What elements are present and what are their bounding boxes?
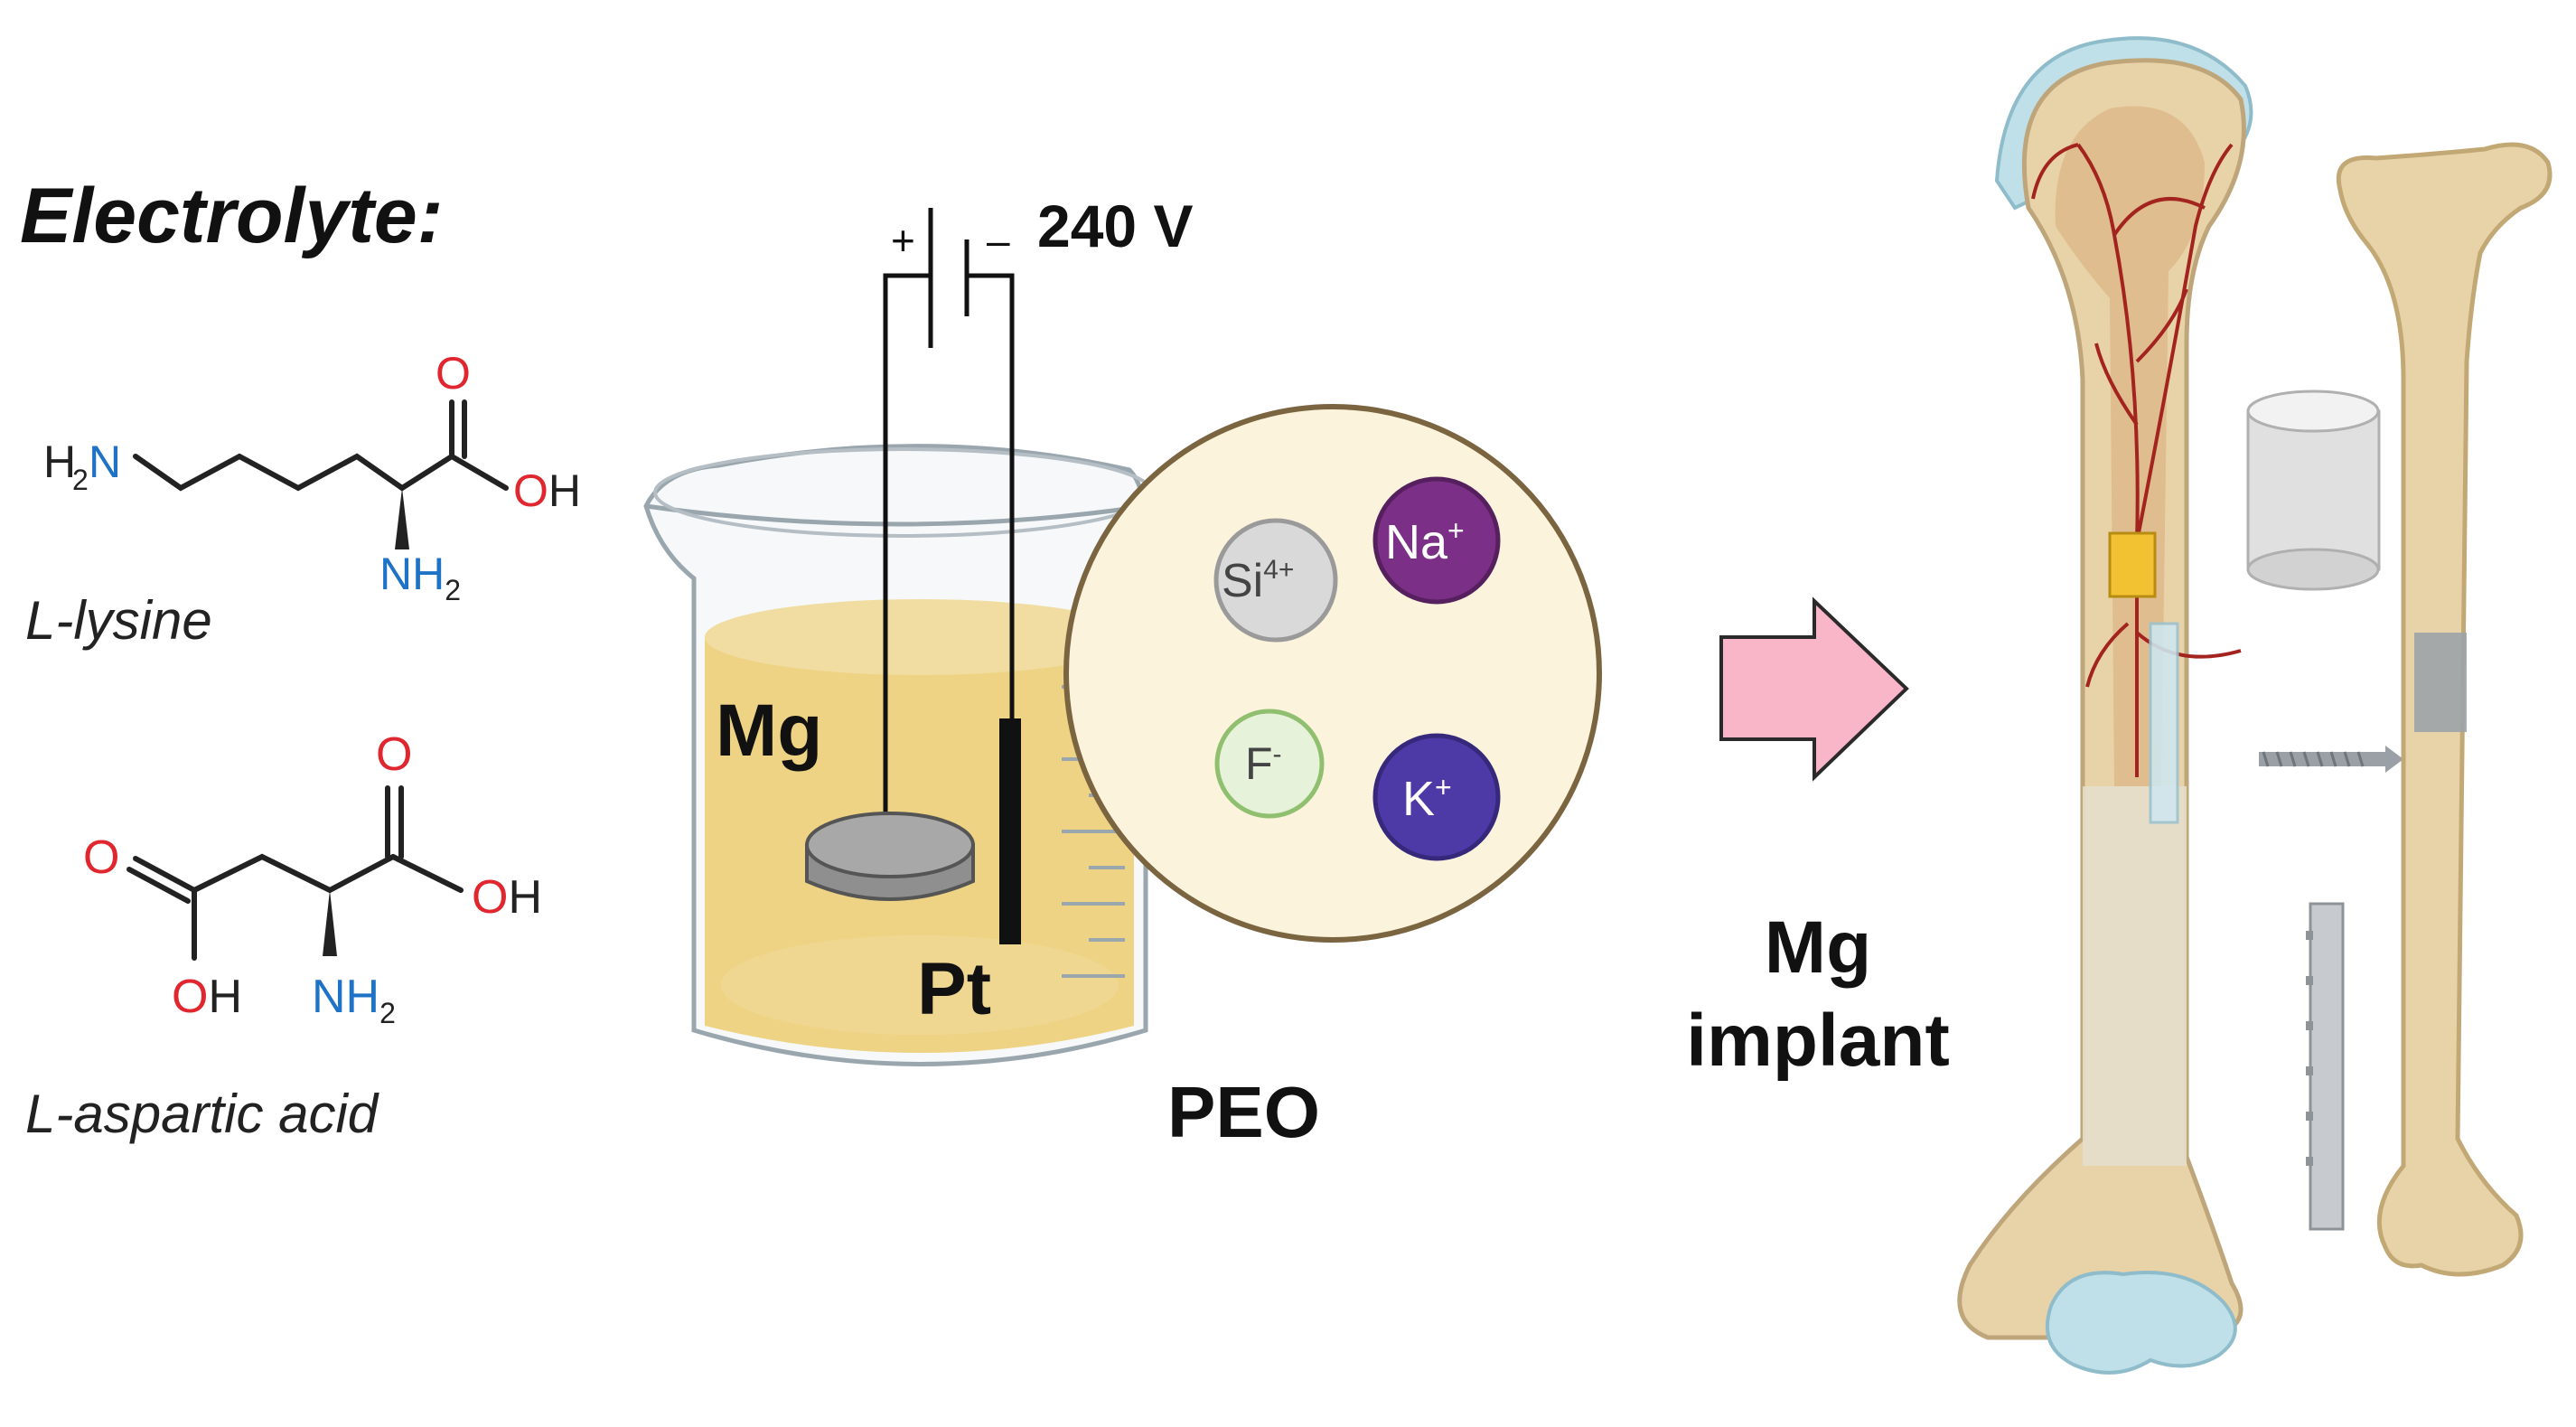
lysine-amine-sub: 2 [72,464,89,496]
aspartic-amine: NH2 [312,971,396,1029]
lysine-structure [133,399,509,492]
pt-electrode [999,718,1021,944]
blood-vessels [2031,143,2242,777]
lysine-hydroxyl: OH [513,465,581,516]
lysine-amine: NH2 [379,549,461,606]
electrolyte-title: Electrolyte: [20,173,444,259]
beaker-rim [645,503,1147,527]
liquid-bottom-glow [721,935,1119,1035]
electrolyte-surface [705,599,1135,675]
lysine-label: L-lysine [25,590,212,651]
plate-implant [2306,902,2345,1231]
femur-condyles [2045,1271,2237,1375]
aspartic-oxo-right: O [376,728,412,781]
marrow-cavity [2055,106,2205,786]
ion-k: K+ [1372,733,1501,861]
ion-f: F- [1214,709,1325,819]
ion-zoom-circle [1063,404,1602,943]
screw-implant [2259,746,2403,773]
aspartic-wedge-bond [323,890,337,956]
bone-plate [2149,622,2179,824]
pt-electrode-label: Pt [917,948,991,1030]
aspartic-acid-label: L-aspartic acid [25,1084,379,1144]
aspartic-structure [126,785,464,961]
lysine-amine-n: N [89,437,121,487]
mg-implant-cylinder [2108,531,2157,598]
bone-band-implant [2414,633,2467,732]
battery-minus: – [987,217,1010,264]
lysine-wedge-bond [395,488,409,549]
lysine-amine-left: H [43,437,76,487]
peo-label: PEO [1167,1072,1320,1152]
mg-implant-label: Mg implant [1686,906,1950,1082]
femur-whole [2337,142,2553,1277]
aspartic-hydroxyl-right: OH [472,871,542,924]
lysine-oxo: O [436,348,471,399]
ion-na: Na+ [1372,476,1501,605]
process-arrow [1719,596,1909,782]
mg-disc [805,812,975,901]
sleeve-implant [2246,390,2381,591]
femur-sectioned [1957,36,2253,1375]
ion-si: Si4+ [1213,518,1338,643]
aspartic-hydroxyl-left: OH [172,971,242,1023]
aspartic-oxo-left: O [83,831,119,884]
mg-electrode-label: Mg [716,690,823,772]
circuit-wires [883,208,1015,818]
femur-shaft-lower [2083,786,2187,1166]
battery-plus: + [891,217,915,264]
voltage-label: 240 V [1037,192,1194,259]
